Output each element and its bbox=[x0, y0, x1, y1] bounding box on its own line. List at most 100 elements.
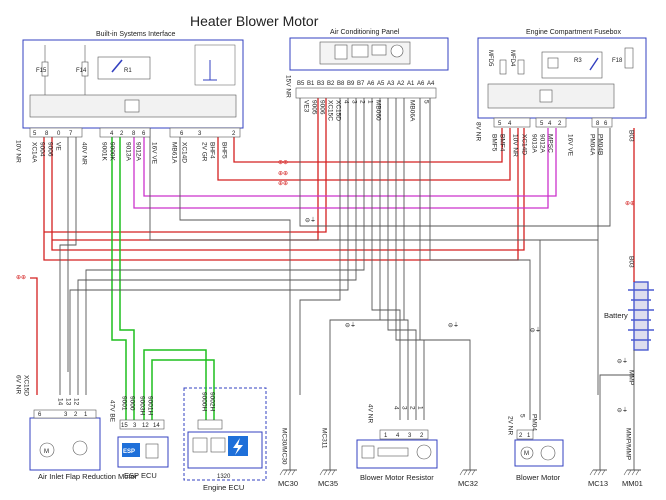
fuse-f15-icon bbox=[41, 61, 49, 77]
acp-pin-12: A6 bbox=[417, 81, 425, 87]
svg-text:M: M bbox=[44, 449, 49, 455]
esp-chip-icon bbox=[145, 443, 159, 459]
bsi-code-bhf4: BHF4 bbox=[209, 142, 216, 159]
ecf-label: Engine Compartment Fusebox bbox=[526, 29, 621, 36]
air-inlet-pin-2: 2 bbox=[74, 412, 78, 418]
air-inlet-sensor-icon bbox=[72, 440, 88, 456]
resistor-element-icon bbox=[377, 447, 409, 457]
ground-label-0: MC30 bbox=[278, 479, 298, 488]
tag-fuse-0: ⊕⊕ bbox=[278, 160, 288, 166]
blower-fan-icon bbox=[540, 445, 556, 461]
ecf-chip-icon bbox=[539, 89, 553, 103]
bsi-code-9006: 9006 bbox=[47, 142, 54, 157]
ground-label-3: MC13 bbox=[588, 479, 608, 488]
ecf-fuse-f18: F18 bbox=[612, 58, 623, 64]
battery-icon bbox=[633, 281, 649, 351]
ecf-pin-2: 5 bbox=[540, 121, 544, 127]
bsi-code-2vgr: 2V GR bbox=[201, 142, 208, 162]
resistor-label: Blower Motor Resistor bbox=[360, 473, 434, 482]
air-inlet-box bbox=[29, 417, 101, 471]
ecf-code-6: PM04A bbox=[589, 134, 596, 156]
acp-code-4: XC15D bbox=[335, 100, 342, 121]
fuse-f18-icon bbox=[624, 47, 634, 69]
ecf-pin-5: 8 bbox=[596, 121, 600, 127]
tag-ground-3: ⊖⏚ bbox=[530, 327, 541, 334]
bsi-pin-3: 7 bbox=[69, 131, 73, 137]
air-inlet-pin-3: 1 bbox=[84, 412, 88, 418]
esp-pin-1: 3 bbox=[133, 423, 137, 429]
resistor-pin-1: 4 bbox=[396, 433, 400, 439]
blower-code-2v: 2V NR bbox=[507, 416, 514, 435]
tag-ground-0: ⊖⏚ bbox=[305, 217, 316, 224]
air-inlet-pin-1: 3 bbox=[64, 412, 68, 418]
bsi-right-pin-1: 3 bbox=[198, 131, 202, 137]
bsi-code-mb61a: MB61A bbox=[171, 142, 178, 164]
air-inlet-motor-icon bbox=[39, 442, 55, 458]
bsi-code-9001k: 9001K bbox=[101, 142, 108, 161]
ecf-code-0: BMF5 bbox=[491, 134, 498, 152]
bsi-code-9004: 9004 bbox=[39, 142, 46, 157]
blower-pin-0: 2 bbox=[519, 433, 523, 439]
acp-pin-13: A4 bbox=[427, 81, 435, 87]
bsi-mid-pin-2: 8 bbox=[132, 131, 136, 137]
air-inlet-wire-14: 14 bbox=[57, 398, 64, 406]
engine-chip-icon bbox=[192, 437, 208, 453]
blower-pin-1: 1 bbox=[527, 433, 531, 439]
esp-ecu-label: ESP ECU bbox=[124, 471, 157, 480]
acp-code-11: 5 bbox=[423, 100, 430, 104]
esp-wire-9000: 9000 bbox=[129, 396, 136, 411]
acp-pin-6: B7 bbox=[357, 81, 365, 87]
acp-pin-9: A3 bbox=[387, 81, 395, 87]
bsi-mid-pin-1: 2 bbox=[120, 131, 124, 137]
tag-ground-5: ⊖⏚ bbox=[617, 407, 628, 414]
bsi-right-pin-0: 6 bbox=[180, 131, 184, 137]
tag-ground-1: ⊖⏚ bbox=[345, 322, 356, 329]
acp-pin-1: B1 bbox=[307, 81, 315, 87]
magenta-wires bbox=[133, 128, 557, 209]
fuse-mfd5-icon bbox=[499, 59, 507, 75]
bsi-pin-0: 5 bbox=[33, 131, 37, 137]
bsi-code-16v: 16V VE bbox=[151, 142, 158, 165]
ecf-code-5: MPSC bbox=[547, 134, 554, 153]
bsi-fuse-f15: F15 bbox=[36, 68, 47, 74]
bsi-right-pin-2: 2 bbox=[232, 131, 236, 137]
acp-pin-10: A2 bbox=[397, 81, 405, 87]
acp-label: Air Conditioning Panel bbox=[330, 29, 400, 36]
resistor-sensor-icon bbox=[361, 445, 375, 459]
relay-contact-icon bbox=[111, 59, 123, 73]
acp-switch-icon bbox=[351, 44, 369, 58]
bsi-pin-2: 0 bbox=[57, 131, 61, 137]
acp-keypad-icon bbox=[371, 44, 387, 56]
red-wires bbox=[30, 98, 635, 395]
ecf-wire-b03: B03 bbox=[628, 130, 635, 142]
resistor-wire-1: 1 bbox=[417, 406, 424, 410]
acp-code-10: MB06A bbox=[409, 100, 416, 122]
resistor-fan-icon bbox=[416, 444, 432, 460]
ecf-code-8v: 8V NR bbox=[475, 122, 482, 141]
tag-fuse-4: ⊕⊕ bbox=[16, 275, 26, 281]
engine-ecu-outline bbox=[183, 387, 267, 481]
acp-code-6: 3 bbox=[351, 100, 358, 104]
resistor-pin-0: 1 bbox=[384, 433, 388, 439]
tag-ground-4: ⊖⏚ bbox=[617, 358, 628, 365]
acp-code-3: XC15C bbox=[327, 100, 334, 121]
esp-pin-0: 15 bbox=[121, 423, 128, 429]
ecf-code-4: 9012A bbox=[539, 134, 546, 153]
ecf-code-3: 9013A bbox=[531, 134, 538, 153]
bsi-code-bhf5: BHF5 bbox=[221, 142, 228, 159]
resistor-wire-2: 2 bbox=[409, 406, 416, 410]
resistor-box bbox=[356, 439, 438, 469]
engine-injector-icon bbox=[210, 437, 226, 453]
acp-code-2: 9006 bbox=[319, 100, 326, 115]
ground-code-4: MMP/MMP bbox=[625, 428, 632, 460]
bsi-code-10v: 10V NR bbox=[15, 140, 22, 163]
air-inlet-wire-13: 13 bbox=[65, 398, 72, 406]
engine-ecu-label: Engine ECU bbox=[203, 483, 244, 492]
bsi-label: Built-in Systems Interface bbox=[96, 31, 175, 38]
bsi-code-9013a: 9013A bbox=[125, 142, 132, 161]
acp-chip-icon bbox=[334, 44, 348, 60]
acp-code-1: 9005 bbox=[311, 100, 318, 115]
tag-fuse-3: ⊕⊕ bbox=[625, 201, 635, 207]
